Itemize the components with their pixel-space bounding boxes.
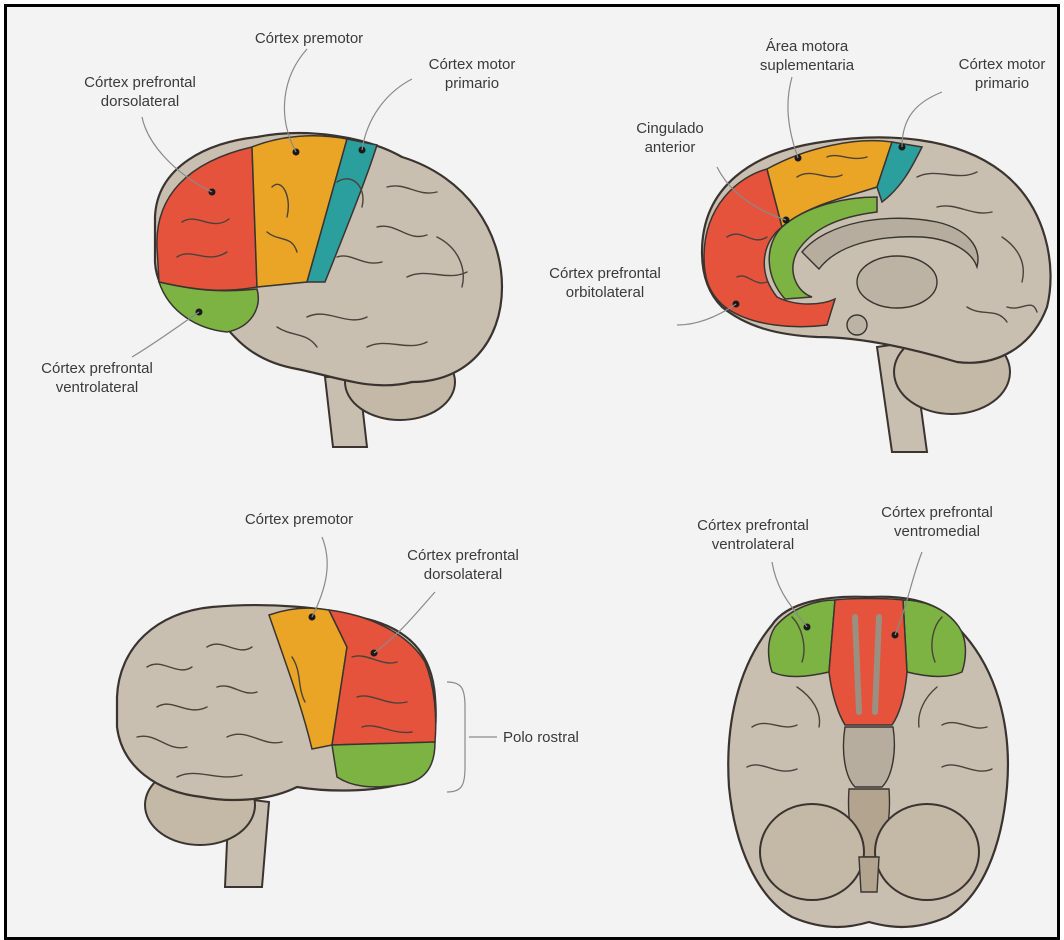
region-vlpfc-left (769, 600, 835, 677)
region-dlpfc (329, 610, 436, 745)
thalamus (857, 256, 937, 308)
label-premotor: Córtex premotor (245, 511, 353, 528)
region-vlpfc (159, 282, 258, 332)
leader-motor (362, 79, 412, 150)
pole-bracket (447, 682, 465, 792)
region-vlpfc-right (903, 600, 965, 677)
leader-vlpfc (132, 312, 199, 357)
leader-premotor (312, 537, 327, 617)
label-pole: Polo rostral (503, 729, 579, 746)
pons (847, 315, 867, 335)
region-vmpfc (829, 599, 907, 726)
midbrain (843, 727, 894, 787)
region-dlpfc (157, 147, 257, 290)
region-pole (332, 742, 435, 787)
cerebellum-right (875, 804, 979, 900)
cerebellum-left (760, 804, 864, 900)
medulla (859, 857, 879, 892)
label-premotor: Córtex premotor (255, 30, 363, 47)
